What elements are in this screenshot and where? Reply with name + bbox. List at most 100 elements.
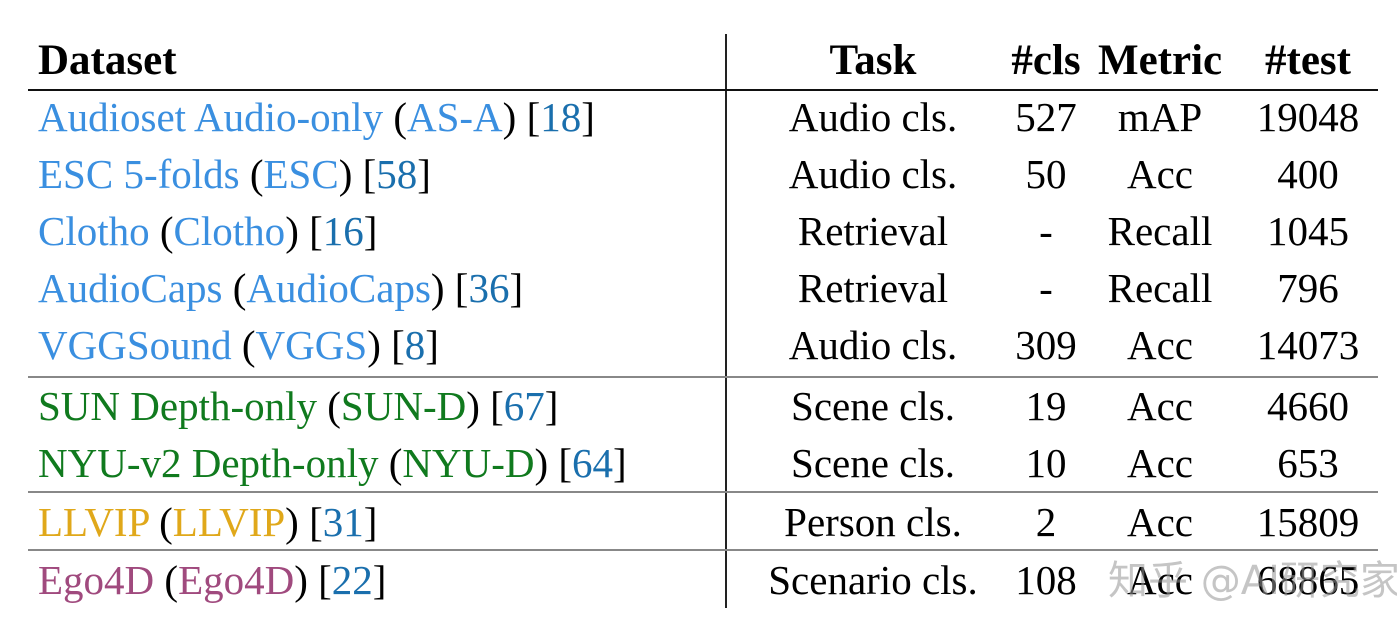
dataset-cell: SUN Depth-only (SUN-D) [67] [38,378,558,435]
close-paren-open-bracket: ) [ [338,151,377,197]
close-paren-open-bracket: ) [ [294,557,332,603]
citation-link[interactable]: 8 [404,322,426,368]
citation-link[interactable]: 31 [322,499,364,545]
open-paren: ( [154,557,179,603]
dataset-name-link[interactable]: VGGSound [38,322,232,368]
dataset-abbr-link[interactable]: NYU-D [402,440,535,486]
table-row: NYU-v2 Depth-only (NYU-D) [64] Scene cls.… [28,435,1378,492]
close-bracket: ] [372,557,387,603]
cls-cell: 527 [1015,94,1077,140]
task-cell: Scenario cls. [768,557,978,603]
header-metric: Metric [1098,37,1223,84]
task-cell: Retrieval [797,208,949,254]
metric-cell: Recall [1107,208,1213,254]
dataset-name-link[interactable]: ESC 5-folds [38,151,240,197]
column-divider [725,34,727,608]
task-cell: Retrieval [797,265,949,311]
test-cell: 653 [1277,440,1339,486]
header-cls: #cls [1011,37,1081,84]
open-paren: ( [317,383,341,429]
dataset-abbr-link[interactable]: AudioCaps [246,265,431,311]
cls-cell: 108 [1015,557,1077,603]
cls-cell: 309 [1015,322,1077,368]
metric-cell: Acc [1126,440,1193,486]
close-bracket: ] [425,322,439,368]
dataset-name-link[interactable]: Audioset Audio-only [38,94,384,140]
dataset-abbr-link[interactable]: AS-A [406,94,503,140]
close-bracket: ] [417,151,431,197]
task-cell: Audio cls. [788,151,958,197]
close-paren-open-bracket: ) [ [534,440,573,486]
close-bracket: ] [581,94,595,140]
dataset-cell: LLVIP (LLVIP) [31] [38,494,377,551]
dataset-name-link[interactable]: AudioCaps [38,265,223,311]
citation-link[interactable]: 58 [376,151,418,197]
close-bracket: ] [363,208,378,254]
dataset-name-link[interactable]: Clotho [38,208,150,254]
citation-link[interactable]: 67 [503,383,545,429]
close-bracket: ] [613,440,627,486]
task-cell: Scene cls. [791,383,955,429]
task-cell: Scene cls. [791,440,955,486]
citation-link[interactable]: 16 [322,208,364,254]
header-dataset: Dataset [38,37,177,84]
task-cell: Audio cls. [788,322,958,368]
dataset-abbr-link[interactable]: Ego4D [178,557,295,603]
table-header: Dataset Task #cls Metric #test [28,32,1378,89]
metric-cell: Recall [1107,265,1213,311]
task-cell: Audio cls. [788,94,958,140]
dataset-name-link[interactable]: Ego4D [38,557,155,603]
close-bracket: ] [509,265,524,311]
dataset-cell: VGGSound (VGGS) [8] [38,317,439,374]
cls-cell: 10 [1025,440,1067,486]
metric-cell: Acc [1126,383,1193,429]
cls-cell: 19 [1025,383,1067,429]
open-paren: ( [231,322,256,368]
open-paren: ( [383,94,407,140]
table-row: ESC 5-folds (ESC) [58] Audio cls. 50 Acc 400 [28,146,1378,203]
table-row: AudioCaps (AudioCaps) [36]Retrieval-Reca… [28,260,1378,317]
dataset-cell: NYU-v2 Depth-only (NYU-D) [64] [38,435,627,492]
header-test: #test [1265,37,1351,84]
header-task: Task [829,37,917,84]
close-bracket: ] [363,499,378,545]
citation-link[interactable]: 64 [572,440,614,486]
citation-link[interactable]: 36 [468,265,510,311]
close-paren-open-bracket: ) [ [502,94,541,140]
cls-cell: - [1039,265,1053,311]
dataset-name-link[interactable]: NYU-v2 Depth-only [38,440,379,486]
dataset-cell: ESC 5-folds (ESC) [58] [38,146,431,203]
open-paren: ( [222,265,247,311]
group-rule-thermal [28,491,1378,493]
header-rule [28,89,1378,91]
close-paren-open-bracket: ) [ [285,208,323,254]
close-paren-open-bracket: ) [ [367,322,405,368]
test-cell: 400 [1277,151,1339,197]
test-cell: 796 [1277,265,1339,311]
metric-cell: Acc [1126,557,1193,603]
close-paren-open-bracket: ) [ [430,265,469,311]
test-cell: 1045 [1267,208,1349,254]
cls-cell: 50 [1025,151,1067,197]
dataset-abbr-link[interactable]: ESC [263,151,339,197]
dataset-name-link[interactable]: LLVIP [38,499,149,545]
test-cell: 68865 [1256,557,1360,603]
test-cell: 14073 [1256,322,1360,368]
open-paren: ( [148,499,173,545]
open-paren: ( [378,440,403,486]
metric-cell: Acc [1126,151,1193,197]
metric-cell: Acc [1126,499,1193,545]
citation-link[interactable]: 22 [331,557,373,603]
dataset-abbr-link[interactable]: VGGS [255,322,368,368]
dataset-name-link[interactable]: SUN Depth-only [38,383,318,429]
table-row: Audioset Audio-only (AS-A) [18] Audio cls… [28,89,1378,146]
dataset-abbr-link[interactable]: LLVIP [172,499,286,545]
citation-link[interactable]: 18 [540,94,582,140]
dataset-abbr-link[interactable]: Clotho [173,208,286,254]
test-cell: 4660 [1267,383,1349,429]
dataset-cell: Ego4D (Ego4D) [22] [38,552,386,609]
dataset-abbr-link[interactable]: SUN-D [340,383,467,429]
